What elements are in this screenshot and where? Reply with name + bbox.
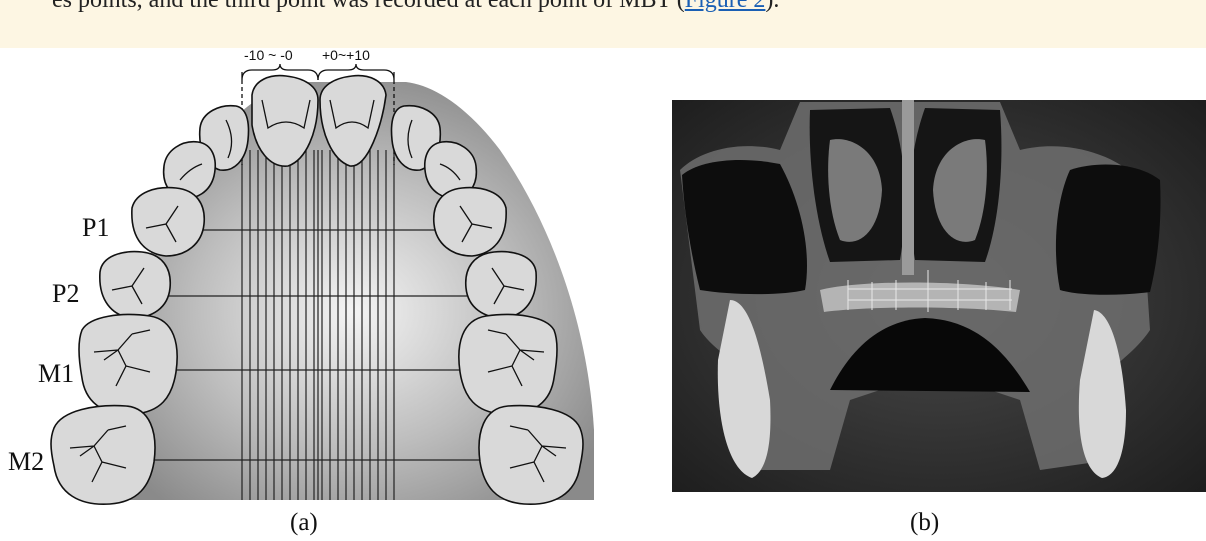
tooth-label-p2: P2 (52, 279, 79, 308)
figure-b-label: (b) (910, 509, 939, 537)
tooth-molar-2-right (479, 406, 583, 505)
ct-sinus-right (1056, 165, 1161, 295)
tooth-molar-2-left (51, 406, 155, 505)
range-label-left: -10 ~ -0 (244, 47, 293, 63)
range-label-right: +0~+10 (322, 47, 370, 63)
tooth-molar-1-left (79, 315, 177, 415)
tooth-label-m1: M1 (38, 359, 74, 388)
tooth-label-m2: M2 (8, 447, 44, 476)
figure-a-arch: -10 ~ -0 +0~+10 (8, 47, 594, 504)
tooth-premolar-2-right (466, 252, 536, 318)
ct-nasal-septum (902, 100, 914, 275)
figure-b-ct-scan (672, 100, 1206, 492)
figure-a-label: (a) (290, 509, 318, 537)
tooth-label-p1: P1 (82, 213, 109, 242)
tooth-molar-1-right (459, 315, 557, 415)
tooth-premolar-2-left (100, 252, 170, 318)
